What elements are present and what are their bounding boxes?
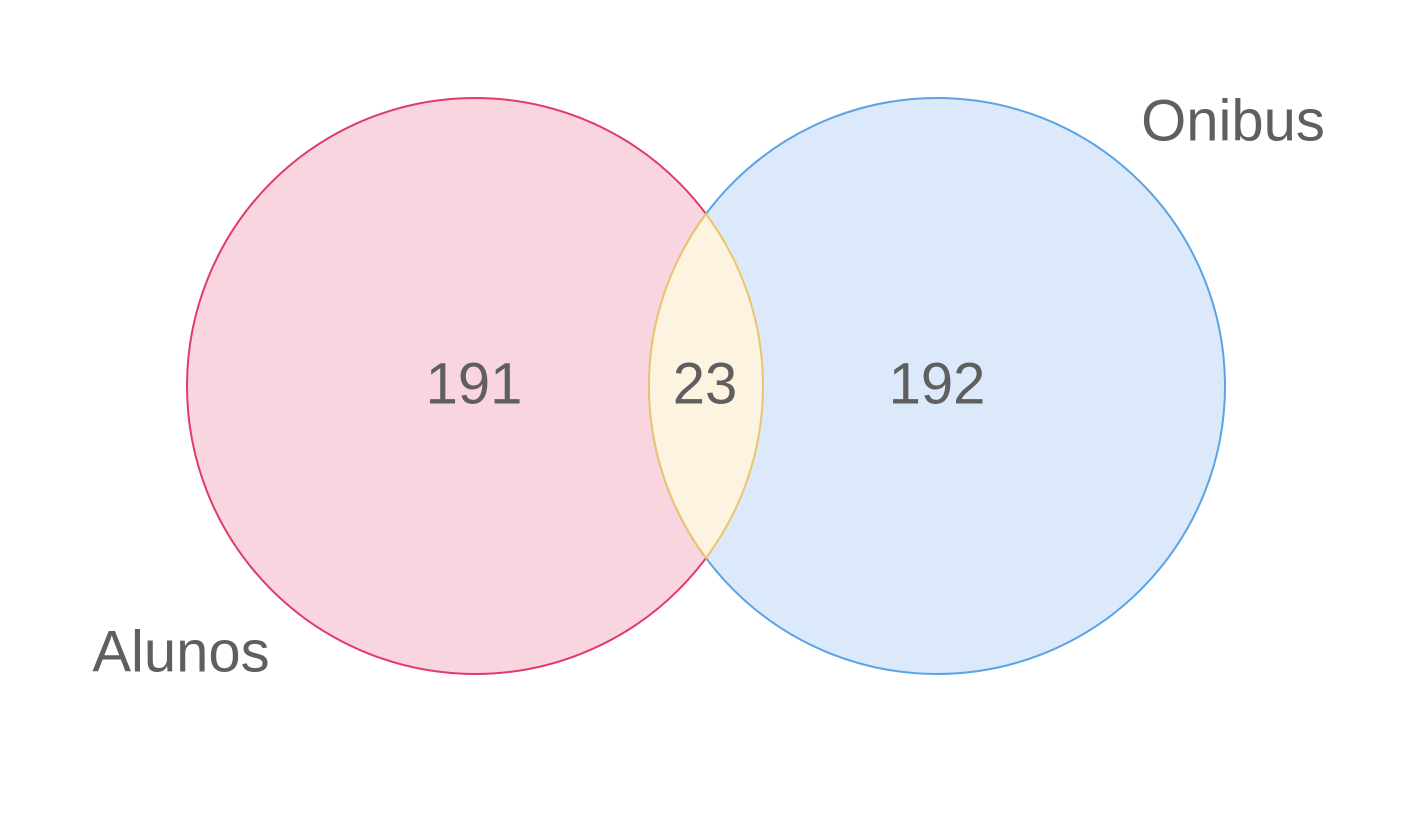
onibus-only-count: 192 (889, 351, 986, 416)
set-label-alunos: Alunos (92, 619, 269, 684)
set-label-onibus: Onibus (1141, 88, 1325, 153)
intersection-count: 23 (673, 351, 738, 416)
alunos-only-count: 191 (426, 351, 523, 416)
intersection-region (648, 212, 764, 560)
